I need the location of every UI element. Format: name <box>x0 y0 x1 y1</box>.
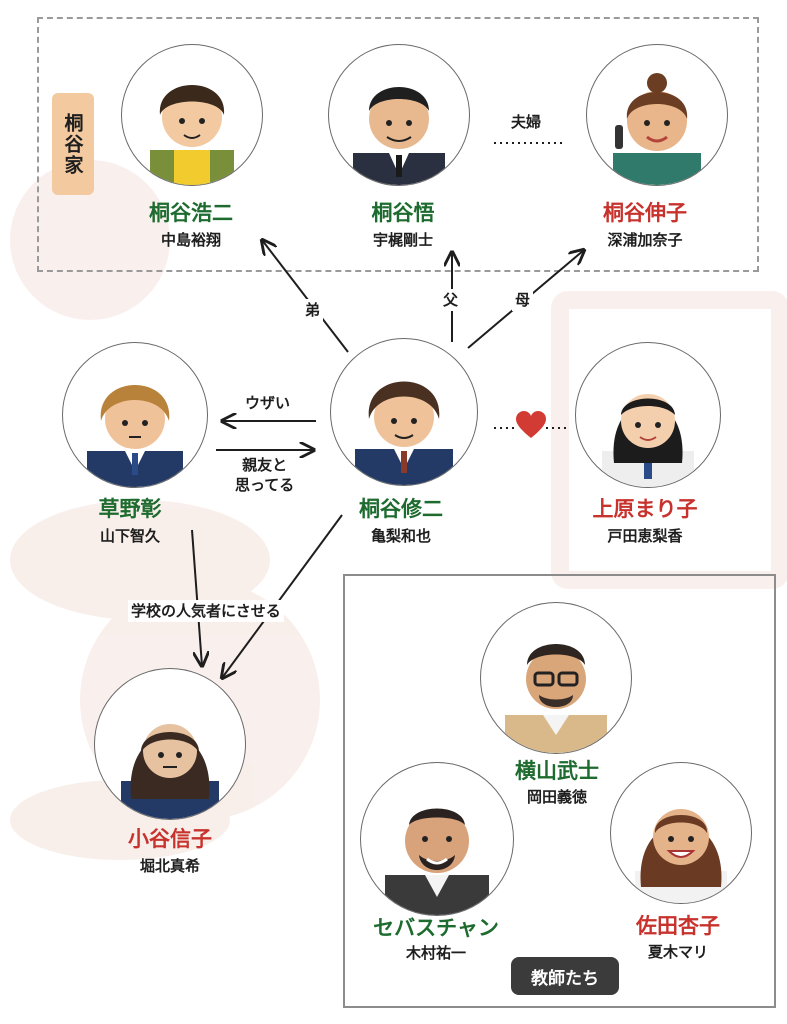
arrow-brother <box>262 240 349 353</box>
actor-name-shuji: 亀梨和也 <box>370 527 432 545</box>
role-name-mariko: 上原まり子 <box>592 497 698 521</box>
role-name-nobuko: 小谷信子 <box>128 827 212 851</box>
teachers-group-box <box>343 574 776 1008</box>
shuji-portrait-icon <box>355 381 453 485</box>
avatar-nobuko <box>94 668 246 820</box>
actor-name-nobuko-mother: 深浦加奈子 <box>607 231 683 249</box>
actor-name-akira: 山下智久 <box>99 527 161 545</box>
akira-portrait-icon <box>87 385 183 487</box>
role-name-sebastian: セバスチャン <box>373 916 499 940</box>
avatar-nobuko-mother <box>586 44 728 186</box>
heart-icon <box>516 411 546 438</box>
relation-best-friend-label: 親友と 思ってる <box>232 454 298 497</box>
mariko-portrait-icon <box>602 394 694 487</box>
actor-name-satoru: 宇梶剛士 <box>372 231 434 249</box>
relation-brother-label: 弟 <box>302 299 324 322</box>
koji-portrait-icon <box>150 85 234 185</box>
avatar-kyoko <box>610 762 752 904</box>
avatar-yokoyama <box>480 602 632 754</box>
role-name-yokoyama: 横山武士 <box>515 759 599 783</box>
role-name-koji: 桐谷浩二 <box>149 201 233 225</box>
yokoyama-portrait-icon <box>505 644 607 753</box>
actor-name-yokoyama: 岡田義徳 <box>526 788 588 806</box>
avatar-shuji <box>330 338 478 486</box>
avatar-sebastian <box>360 762 514 916</box>
avatar-satoru <box>328 44 470 186</box>
avatar-akira <box>62 342 208 488</box>
nobuko-portrait-icon <box>121 724 219 819</box>
relation-father-label: 父 <box>440 289 462 312</box>
role-name-akira: 草野彰 <box>98 497 162 521</box>
role-name-nobuko-mother: 桐谷伸子 <box>603 201 687 225</box>
arrow-akira-nobuko <box>191 529 202 666</box>
family-group-label: 桐谷家 <box>52 93 94 195</box>
actor-name-kyoko: 夏木マリ <box>647 943 709 961</box>
nobuko-mother-portrait-icon <box>613 73 701 185</box>
relation-couple-label: 夫婦 <box>508 111 545 134</box>
family-group-box <box>37 17 759 272</box>
avatar-koji <box>121 44 263 186</box>
relation-make-popular-label: 学校の人気者にさせる <box>128 600 284 623</box>
actor-name-nobuko: 堀北真希 <box>139 857 201 875</box>
actor-name-sebastian: 木村祐一 <box>405 944 467 962</box>
avatar-mariko <box>575 342 721 488</box>
teachers-group-label: 教師たち <box>511 957 619 995</box>
kyoko-portrait-icon <box>635 809 727 903</box>
actor-name-koji: 中島裕翔 <box>160 231 222 249</box>
sebastian-portrait-icon <box>385 808 489 915</box>
satoru-portrait-icon <box>353 87 445 185</box>
relation-annoying-label: ウザい <box>242 392 294 415</box>
role-name-satoru: 桐谷悟 <box>371 201 435 225</box>
relation-mother-label: 母 <box>512 289 534 312</box>
actor-name-mariko: 戸田恵梨香 <box>607 527 683 545</box>
role-name-shuji: 桐谷修二 <box>359 497 443 521</box>
role-name-kyoko: 佐田杏子 <box>636 914 720 938</box>
arrow-shuji-nobuko <box>222 514 343 678</box>
